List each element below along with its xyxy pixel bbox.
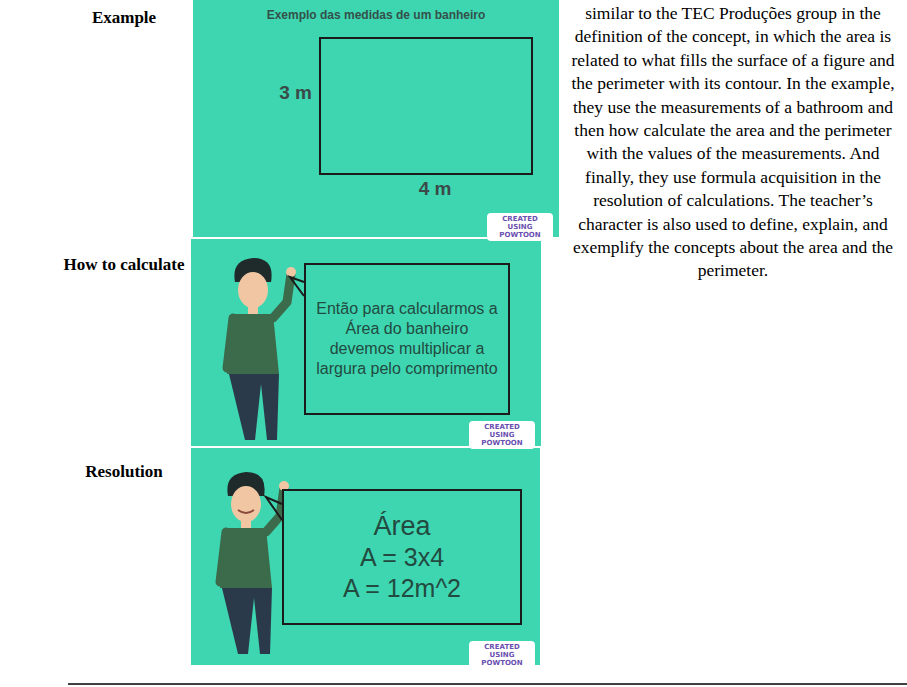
row-label: Resolution <box>60 462 188 482</box>
dimension-label: 4 m <box>405 178 465 200</box>
watermark: CREATED USING POWTOON <box>469 641 535 669</box>
bathroom-rectangle <box>320 38 532 174</box>
speech-bubble: ÁreaA = 3x4A = 12m^2 <box>282 489 522 625</box>
green-panel <box>193 0 559 237</box>
watermark: CREATED USING POWTOON <box>487 213 553 241</box>
green-panel <box>191 239 541 446</box>
bubble-text: Então para calcularmos a Área do banheir… <box>306 299 508 379</box>
teacher-figure <box>227 258 296 440</box>
speech-bubble: Então para calcularmos a Área do banheir… <box>304 263 510 415</box>
bubble-text: A = 3x4 <box>360 542 444 573</box>
description-text: similar to the TEC Produções group in th… <box>564 2 902 283</box>
watermark: CREATED USING POWTOON <box>469 421 535 449</box>
dimension-label: 3 m <box>252 82 312 104</box>
row-label: Example <box>60 8 188 28</box>
bubble-tail <box>290 277 304 296</box>
bubble-text: A = 12m^2 <box>343 573 461 604</box>
green-panel <box>191 448 540 665</box>
teacher-figure <box>220 472 289 654</box>
bubble-text: Área <box>373 510 430 542</box>
row-label: How to calculate <box>60 255 188 275</box>
table-rule <box>68 683 907 685</box>
bubble-tail <box>266 497 282 520</box>
panel-title-box: Exemplo das medidas de um banheiro <box>193 0 559 38</box>
panel-title: Exemplo das medidas de um banheiro <box>193 0 559 22</box>
